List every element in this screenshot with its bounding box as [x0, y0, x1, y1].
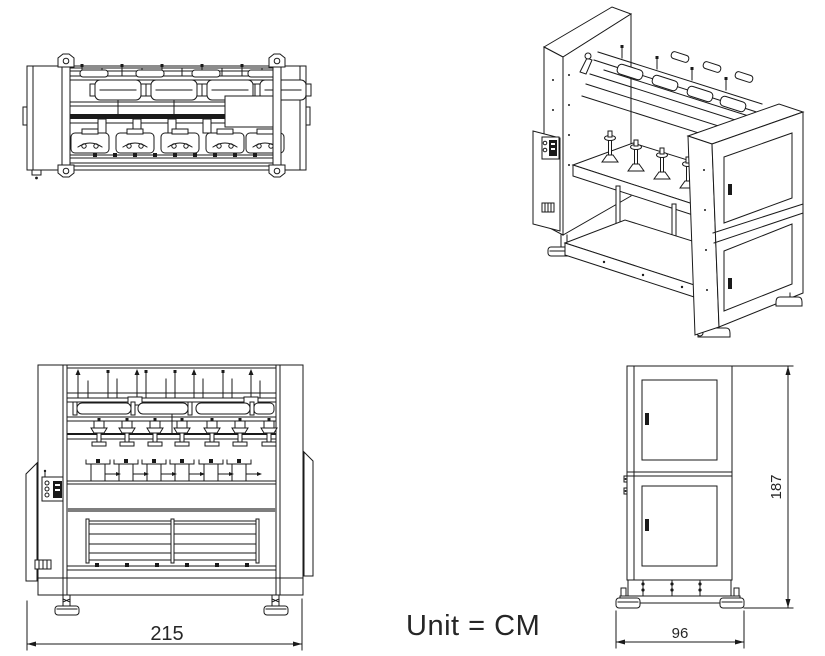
- side-view-base: [615, 579, 745, 609]
- top-view-spindle-row: [70, 128, 285, 157]
- front-view-side-connector: [34, 559, 52, 570]
- front-view-lower-rails: [37, 563, 304, 596]
- iso-upper-door-handle: [728, 184, 732, 195]
- top-view-drawing: [22, 53, 312, 180]
- iso-lower-door-handle: [728, 278, 732, 289]
- side-view-lower-door-handle: [645, 519, 649, 531]
- front-view-cylinder-row: [72, 396, 275, 416]
- top-view-stems: [97, 118, 212, 134]
- dimension-height: 187: [768, 474, 785, 499]
- front-view-fence: [85, 518, 260, 564]
- front-view-control-panel: [41, 469, 64, 502]
- side-view-upper-door: [641, 379, 718, 461]
- front-view-pins: [75, 369, 261, 399]
- side-view-drawing: 96 187: [615, 365, 794, 649]
- unit-label: Unit = CM: [406, 610, 541, 642]
- iso-control-panel: [532, 130, 561, 232]
- front-width-dimension: 215: [26, 598, 303, 651]
- height-dimension: 187: [731, 365, 794, 609]
- front-view-guide-row: [66, 458, 277, 485]
- side-view-lower-door: [641, 485, 718, 567]
- side-view-cabinet: [623, 365, 733, 581]
- top-view-frame: [22, 65, 311, 180]
- front-view-bobbin-row: [66, 414, 278, 447]
- side-view-upper-door-handle: [645, 413, 649, 425]
- front-view-side-covers: [25, 450, 314, 582]
- front-view-drawing: 215: [25, 364, 314, 651]
- top-view-roller-row: [79, 69, 312, 115]
- dimension-side-width: 96: [672, 625, 689, 642]
- iso-door-cabinet: [686, 103, 805, 336]
- front-view-gray-band: [67, 508, 276, 512]
- front-view-feet: [54, 594, 289, 616]
- side-width-dimension: 96: [615, 610, 745, 649]
- dimension-front-width: 215: [150, 623, 183, 645]
- top-view-gearbox: [224, 95, 274, 128]
- isometric-view-drawing: [532, 6, 805, 338]
